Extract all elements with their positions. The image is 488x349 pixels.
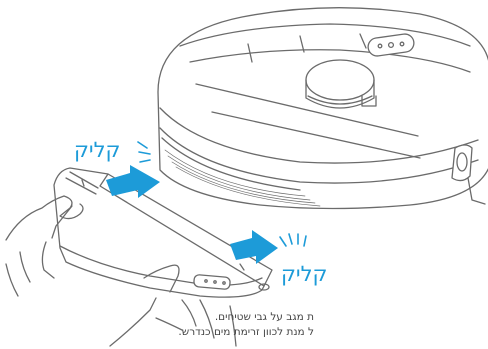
click-label-bottom: קליק (281, 264, 327, 285)
caption-line-2: ל מנת לכוון זרימת מים כנדרש. (178, 326, 314, 338)
click-sound-icon (280, 234, 306, 246)
click-sound-icon (138, 142, 150, 162)
robot-vacuum-icon (158, 8, 488, 209)
click-label-top: קליק (74, 140, 120, 161)
caption-line-1: ת מגב על גבי שטיחים. (215, 311, 314, 323)
